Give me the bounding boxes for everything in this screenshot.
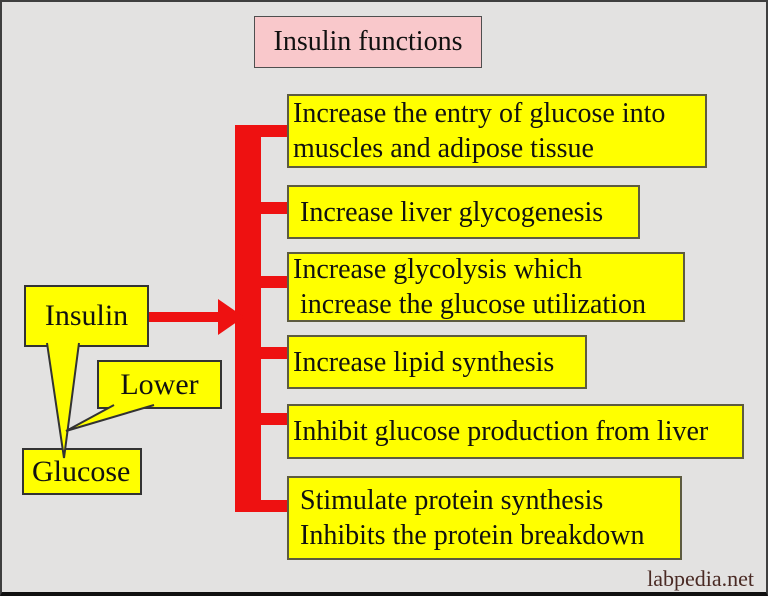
insulin-to-glucose-tail: [46, 342, 80, 459]
bracket-stub: [259, 202, 289, 214]
function-box-inhibit-glucose-production: Inhibit glucose production from liver: [287, 404, 744, 459]
function-box-lipid-synthesis: Increase lipid synthesis: [287, 335, 587, 389]
insulin-node: Insulin: [24, 285, 149, 347]
glucose-node: Glucose: [22, 448, 142, 495]
lower-node: Lower: [97, 360, 222, 409]
diagram-title: Insulin functions: [254, 16, 482, 68]
watermark-text: labpedia.net: [647, 566, 754, 591]
insulin-arrow-shaft: [148, 312, 222, 322]
bracket-stub: [259, 276, 289, 288]
function-box-glycolysis: Increase glycolysis which increase the g…: [287, 252, 685, 322]
insulin-arrow-head-icon: [218, 299, 244, 335]
bracket-stub: [259, 125, 289, 137]
function-box-glucose-entry: Increase the entry of glucose into muscl…: [287, 94, 707, 168]
bracket-stub: [259, 347, 289, 359]
bracket-stub: [259, 500, 289, 512]
bracket-stub: [259, 413, 289, 425]
function-box-liver-glycogenesis: Increase liver glycogenesis: [287, 185, 640, 239]
function-box-protein-synthesis: Stimulate protein synthesis Inhibits the…: [287, 476, 682, 560]
bracket-bar: [235, 125, 261, 512]
